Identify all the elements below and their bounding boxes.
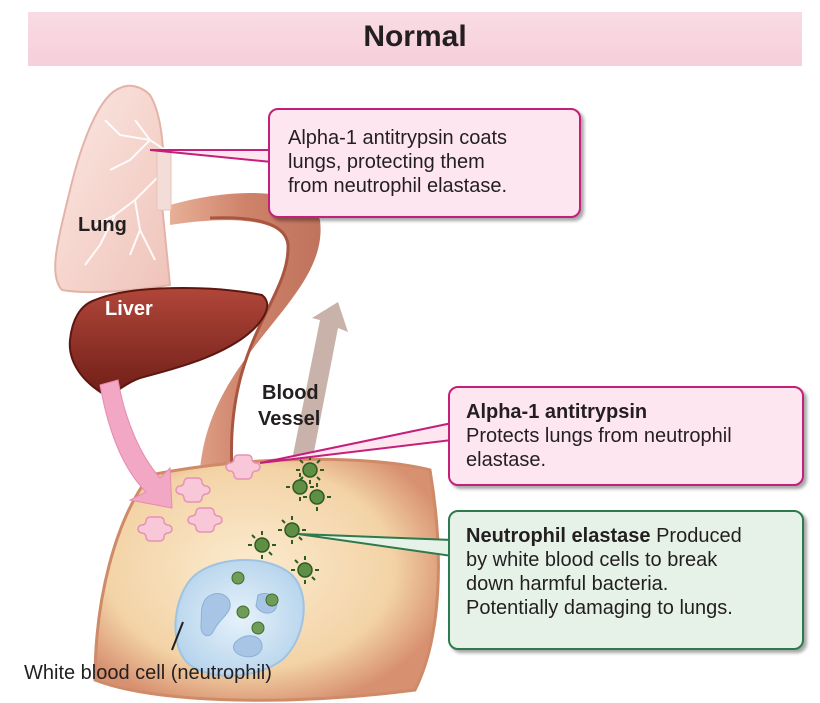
trachea [157,150,171,210]
aat-callout-line: Protects lungs from neutrophil [466,424,786,448]
elastase-callout-line: down harmful bacteria. [466,572,786,596]
elastase-callout-line: Potentially damaging to lungs. [466,596,786,620]
blood-vessel-label-line2: Vessel [258,408,320,431]
elastase-callout-heading: Neutrophil elastase [466,525,651,547]
liver-to-vessel-arrow [100,380,172,508]
blood-vessel-label-line1: Blood [262,382,319,405]
lung [55,86,170,292]
lung-label: Lung [78,214,127,237]
lungs-callout: Alpha-1 antitrypsin coats lungs, protect… [268,108,581,218]
elastase-callout: Neutrophil elastase Produced by white bl… [448,510,804,650]
liver-label: Liver [105,298,153,321]
white-blood-cell-caption: White blood cell (neutrophil) [24,662,272,685]
aat-callout: Alpha-1 antitrypsin Protects lungs from … [448,386,804,486]
lungs-callout-line: Alpha-1 antitrypsin coats [288,126,561,150]
lungs-callout-line: lungs, protecting them [288,150,561,174]
aat-callout-line: elastase. [466,448,786,472]
aat-callout-heading: Alpha-1 antitrypsin [466,400,786,424]
elastase-callout-line: by white blood cells to break [466,548,786,572]
elastase-callout-first-line: Produced [651,525,742,547]
lungs-callout-line: from neutrophil elastase. [288,174,561,198]
